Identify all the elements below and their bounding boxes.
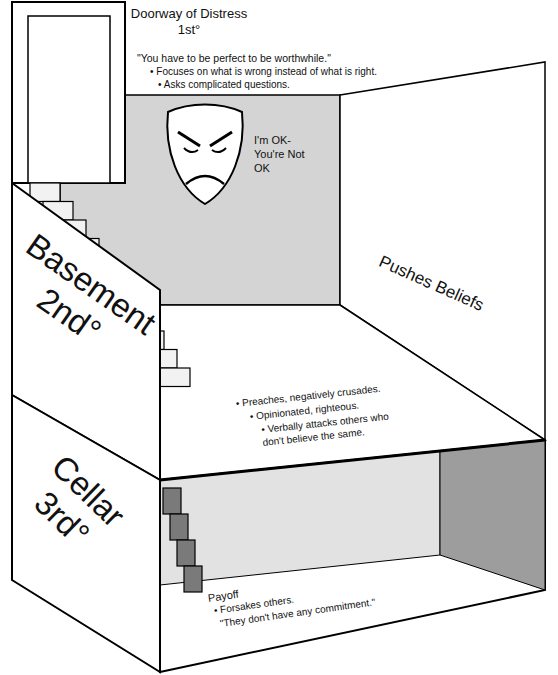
cellar-room [160,440,545,672]
mask-eye [212,148,226,152]
cellar-stairs [163,488,202,592]
angry-mask [167,105,242,205]
mask-brow [210,132,232,146]
wall-band: Cellar 3rd° [12,395,160,672]
note-text: • Focuses on what is wrong instead of wh… [150,66,377,79]
mask-face [167,105,242,205]
door-frame [12,2,125,183]
stair-step [177,540,195,566]
stair-step [163,488,181,514]
note-text: I'm OK- You're Not OK [254,134,306,175]
floor-edge [160,440,545,480]
mask-brow [178,132,200,146]
stair-step [184,566,202,592]
cellar-right-wall [440,440,545,590]
mask-eye [184,148,198,152]
mask-mouth [186,176,224,184]
stair-step [170,514,188,540]
note-text: "You have to be perfect to be worthwhile… [137,52,331,65]
note-text: • Asks complicated questions. [158,79,290,92]
wall-band-shape [12,395,160,672]
stair-step [160,368,190,387]
door-opening [28,16,110,183]
cellar-back-wall [160,451,440,585]
note-text: Doorway of Distress 1st° [128,6,250,39]
